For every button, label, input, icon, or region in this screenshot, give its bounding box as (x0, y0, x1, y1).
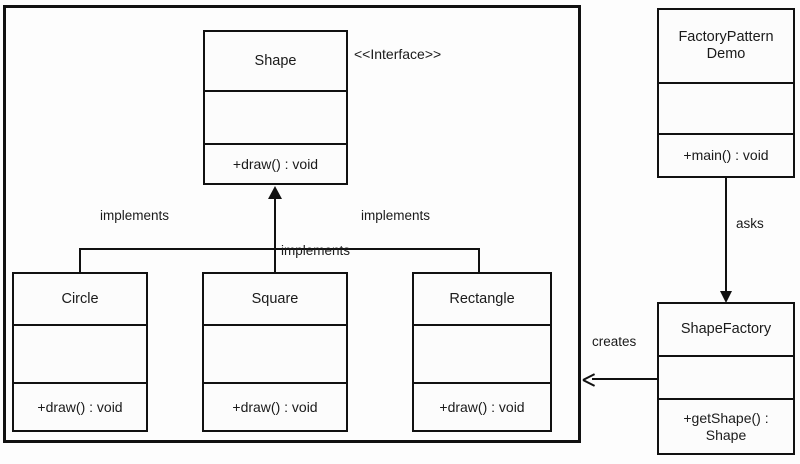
class-name-shape-factory: ShapeFactory (680, 321, 772, 338)
class-attributes-factory-pattern-demo (659, 82, 793, 133)
dependency-line-creates (592, 378, 657, 380)
class-attributes-shape (205, 90, 346, 143)
creates-arrowhead-icon (583, 372, 595, 386)
class-box-rectangle[interactable]: Rectangle +draw() : void (412, 272, 552, 432)
realization-trunk-line (274, 198, 276, 272)
class-name-circle: Circle (61, 290, 99, 307)
edge-label-rectangle-implements: implements (361, 208, 431, 223)
class-box-factory-pattern-demo[interactable]: FactoryPattern Demo +main() : void (657, 8, 795, 178)
class-name-square: Square (251, 290, 299, 307)
edge-label-creates: creates (592, 334, 637, 349)
realization-drop-rectangle (478, 248, 480, 272)
edge-label-circle-implements: implements (100, 208, 170, 223)
edge-label-asks: asks (736, 216, 764, 231)
class-box-circle[interactable]: Circle +draw() : void (12, 272, 148, 432)
asks-arrowhead-icon (720, 291, 732, 303)
edge-label-square-implements: implements (281, 243, 351, 258)
class-box-shape[interactable]: Shape +draw() : void (203, 30, 348, 185)
class-operations-square: +draw() : void (204, 382, 346, 430)
class-name-factory-pattern-demo: FactoryPattern Demo (678, 29, 774, 62)
class-attributes-square (204, 324, 346, 382)
class-operations-circle: +draw() : void (14, 382, 146, 430)
class-operations-factory-pattern-demo: +main() : void (659, 133, 793, 176)
class-name-rectangle: Rectangle (449, 290, 515, 307)
realization-arrowhead-icon (268, 186, 282, 199)
class-name-shape: Shape (254, 52, 297, 69)
class-attributes-circle (14, 324, 146, 382)
class-operations-shape: +draw() : void (205, 143, 346, 183)
class-operations-shape-factory: +getShape() : Shape (659, 398, 793, 453)
class-attributes-shape-factory (659, 355, 793, 398)
class-operations-rectangle: +draw() : void (414, 382, 550, 430)
class-attributes-rectangle (414, 324, 550, 382)
realization-bus-line (79, 248, 479, 250)
dependency-line-asks (725, 178, 727, 292)
stereotype-interface-label: <<Interface>> (354, 46, 442, 62)
class-box-square[interactable]: Square +draw() : void (202, 272, 348, 432)
realization-drop-circle (79, 248, 81, 272)
class-box-shape-factory[interactable]: ShapeFactory +getShape() : Shape (657, 302, 795, 455)
